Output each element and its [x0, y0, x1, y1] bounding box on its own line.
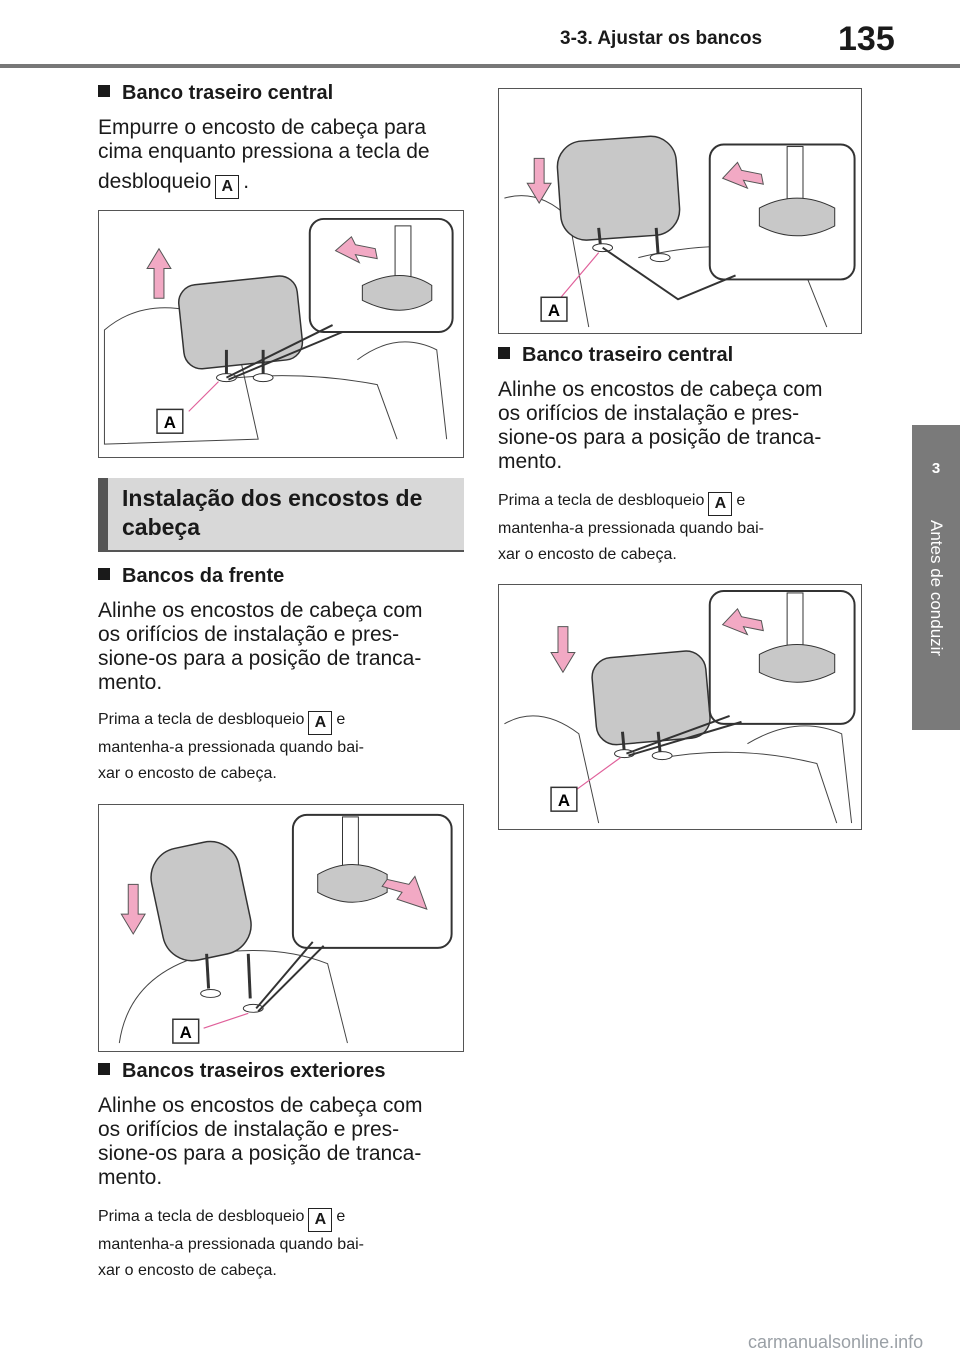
- header-rule: [0, 64, 960, 68]
- section-header-box: Instalação dos encostos de cabeça: [98, 478, 464, 552]
- bullet-square-icon: [98, 568, 110, 580]
- callout-a-text: A: [180, 1023, 192, 1042]
- figure-front-seat-install: A: [98, 804, 464, 1052]
- section-rule: [98, 550, 464, 552]
- callout-a-box: [550, 786, 578, 812]
- heading-front-seats: Bancos da frente: [98, 565, 284, 588]
- chapter-number: 3: [931, 460, 941, 477]
- key-a-label: A: [308, 1208, 333, 1232]
- callout-a-text: A: [548, 301, 560, 320]
- bullet-square-icon: [498, 347, 510, 359]
- paragraph-rear-center-push: Empurre o encosto de cabeça para cima en…: [98, 116, 430, 199]
- key-a-label: A: [215, 175, 240, 199]
- figure-rear-outer-install: A: [498, 88, 862, 334]
- paragraph-rear-outer: Alinhe os encostos de cabeça com os orif…: [98, 1094, 423, 1189]
- figure-rear-center-release: A: [98, 210, 464, 458]
- paragraph-front-seats: Alinhe os encostos de cabeça com os orif…: [98, 599, 423, 694]
- headrest-illustration: A: [504, 135, 856, 328]
- chapter-label: Antes de conduzir: [927, 520, 946, 657]
- headrest-illustration: A: [504, 589, 856, 824]
- heading-rear-center-install: Banco traseiro central: [498, 344, 733, 367]
- callout-a-box: [156, 408, 184, 434]
- key-a-label: A: [708, 492, 733, 516]
- bullet-square-icon: [98, 85, 110, 97]
- figure-rear-center-install: A: [498, 584, 862, 830]
- heading-rear-center: Banco traseiro central: [98, 82, 333, 105]
- page-number: 135: [838, 20, 895, 58]
- key-a-label: A: [308, 711, 333, 735]
- headrest-illustration: A: [118, 813, 453, 1044]
- paragraph-rear-center-install: Alinhe os encostos de cabeça com os orif…: [498, 378, 823, 473]
- section-heading: Instalação dos encostos de cabeça: [122, 485, 423, 540]
- section-title: 3-3. Ajustar os bancos: [560, 28, 763, 49]
- callout-a-text: A: [558, 791, 570, 810]
- bullet-square-icon: [98, 1063, 110, 1075]
- callout-a-text: A: [164, 413, 176, 432]
- watermark: carmanualsonline.info: [748, 1332, 924, 1352]
- headrest-illustration: A: [103, 217, 454, 445]
- callout-a-box: [540, 296, 568, 322]
- heading-rear-outer: Bancos traseiros exteriores: [98, 1060, 385, 1083]
- chapter-tab: [912, 425, 960, 730]
- callout-a-box: [172, 1018, 200, 1044]
